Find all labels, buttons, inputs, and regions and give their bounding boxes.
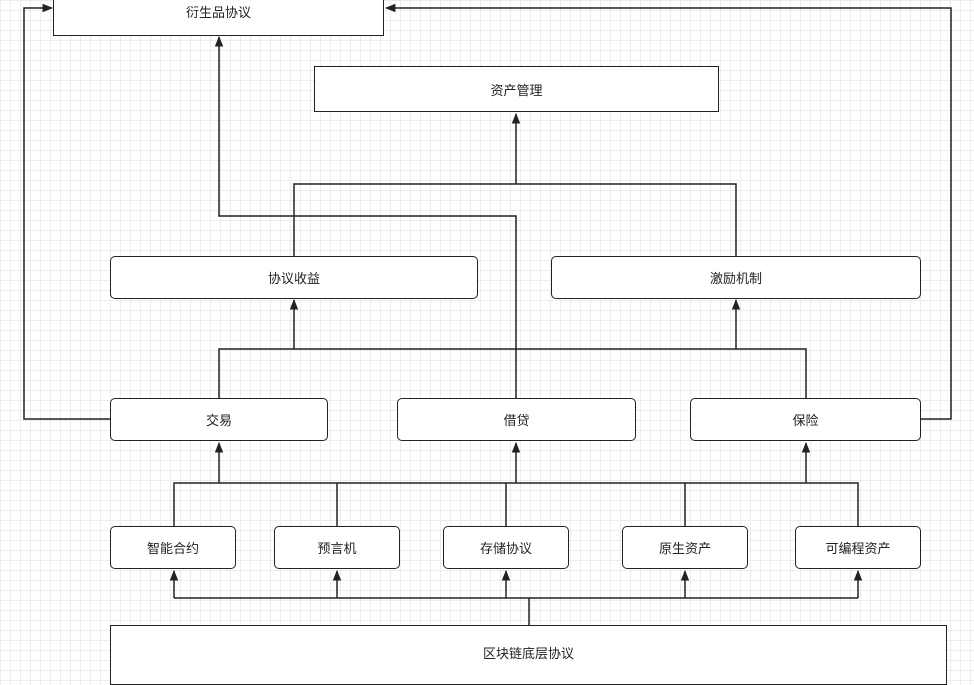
- node-label: 原生资产: [658, 542, 711, 557]
- edge-layer1-bus: [173, 482, 859, 526]
- node-label: 存储协议: [479, 542, 532, 557]
- diagram-canvas: 衍生品协议 资产管理 协议收益 激励机制 交易 借贷 保险 智能合约 预言机 存…: [23, 0, 952, 685]
- node-derivatives-protocol: 衍生品协议: [53, 0, 384, 36]
- node-label: 智能合约: [146, 542, 199, 557]
- edge-trading-to-derivatives: [23, 3, 110, 420]
- node-smart-contract: 智能合约: [110, 526, 236, 569]
- edges-layer: [23, 3, 952, 625]
- node-incentive-mechanism: 激励机制: [551, 256, 921, 299]
- edge-lending-to-derivatives: [214, 35, 517, 398]
- node-trading: 交易: [110, 398, 328, 441]
- node-label: 保险: [792, 414, 819, 429]
- node-asset-management: 资产管理: [314, 66, 719, 112]
- node-oracle: 预言机: [274, 526, 400, 569]
- edge-to-asset-management: [293, 114, 737, 256]
- node-label: 激励机制: [709, 272, 762, 287]
- node-storage-protocol: 存储协议: [443, 526, 569, 569]
- node-lending: 借贷: [397, 398, 636, 441]
- node-label: 衍生品协议: [185, 6, 251, 21]
- edge-layer2-bus: [218, 348, 807, 398]
- node-label: 区块链底层协议: [482, 647, 574, 662]
- node-protocol-yield: 协议收益: [110, 256, 478, 299]
- node-label: 预言机: [317, 542, 357, 557]
- node-label: 交易: [205, 414, 232, 429]
- node-label: 可编程资产: [825, 542, 891, 557]
- node-programmable-asset: 可编程资产: [795, 526, 921, 569]
- node-blockchain-base-protocol: 区块链底层协议: [110, 625, 947, 685]
- node-label: 协议收益: [267, 272, 320, 287]
- node-native-asset: 原生资产: [622, 526, 748, 569]
- edge-insurance-to-derivatives: [384, 3, 952, 420]
- node-insurance: 保险: [690, 398, 921, 441]
- node-label: 资产管理: [490, 83, 543, 99]
- edge-base-bus: [174, 597, 858, 625]
- node-label: 借贷: [503, 414, 530, 429]
